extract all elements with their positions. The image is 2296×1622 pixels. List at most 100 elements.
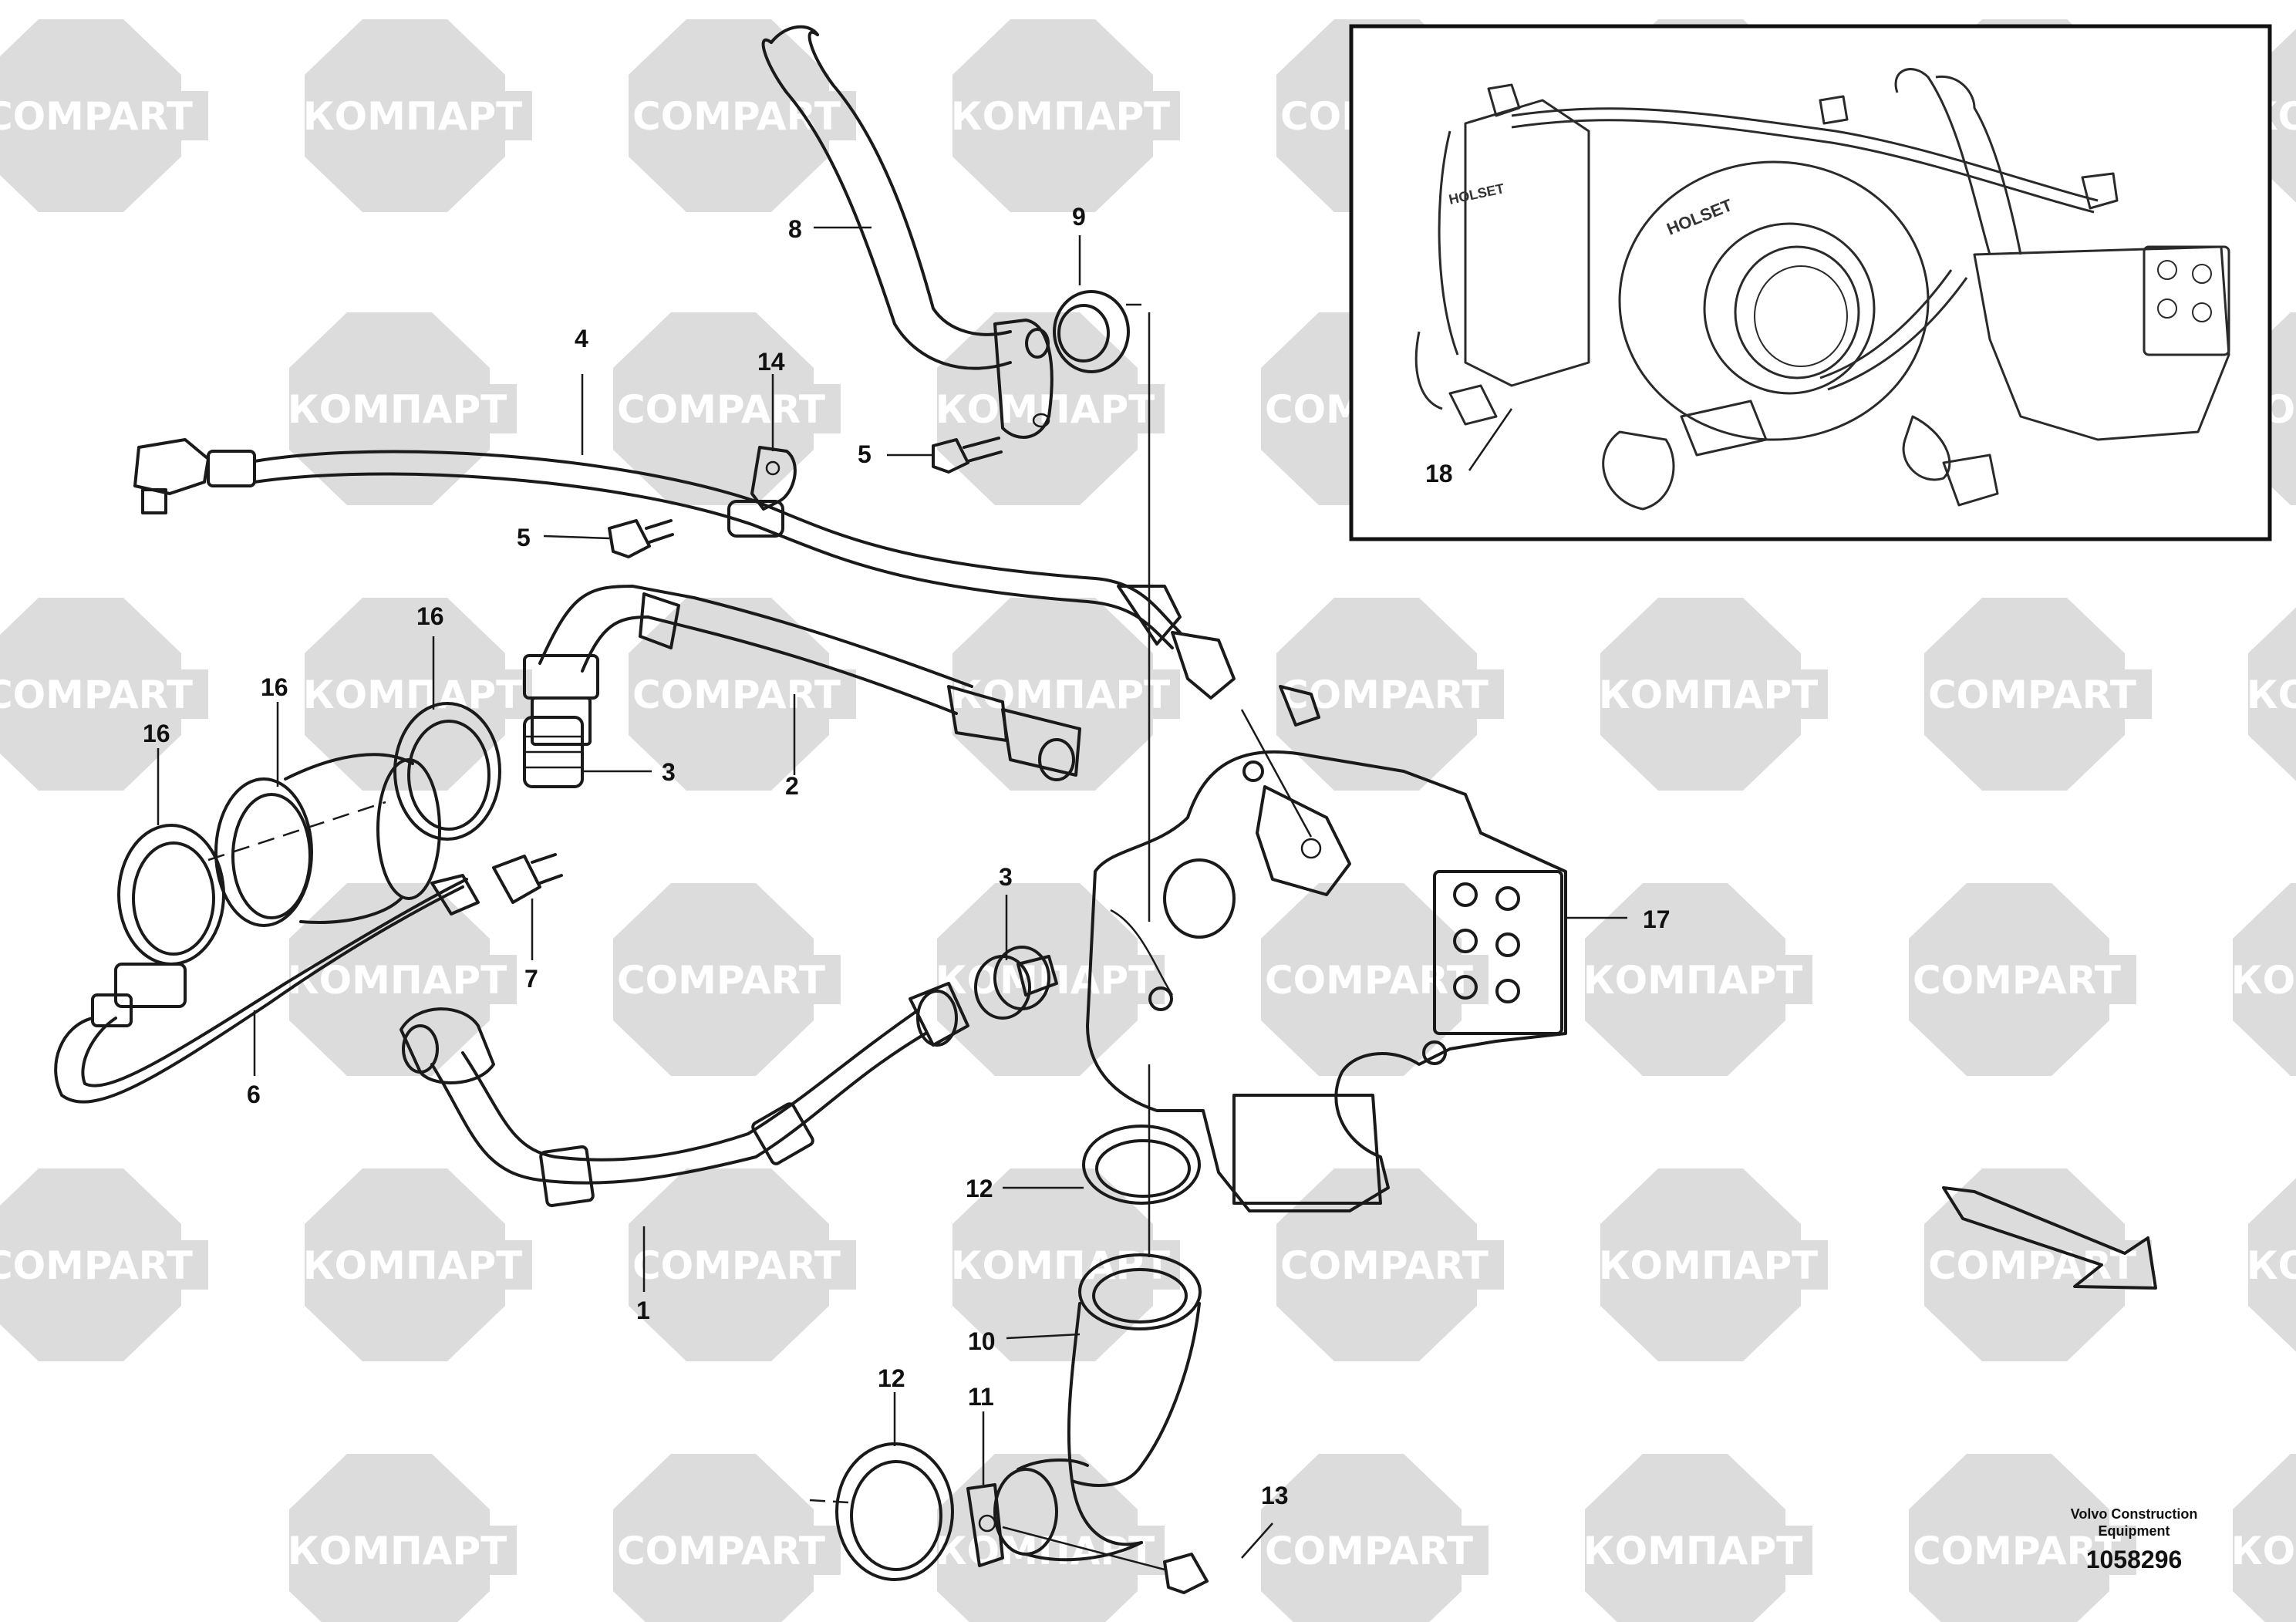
- bolt-13: [1002, 1526, 1209, 1594]
- callout-12-a: 12: [966, 1175, 993, 1202]
- inset-turbo: [1414, 68, 2230, 511]
- callout-5-a: 5: [858, 440, 872, 468]
- seal-ring-12-lower: [835, 1442, 954, 1581]
- callout-16-b: 16: [143, 720, 170, 747]
- watermark-text: КОМПАРТ: [2247, 1243, 2296, 1288]
- callout-1: 1: [636, 1297, 650, 1324]
- seal-ring-16-left: [117, 824, 225, 966]
- watermark-text: COMPART: [0, 1243, 193, 1288]
- watermark-text: COMPART: [632, 94, 841, 139]
- watermark-tile: КОМПАРТ: [303, 598, 532, 791]
- watermark-text: КОМПАРТ: [288, 1529, 507, 1573]
- watermark-text: КОМПАРТ: [288, 958, 507, 1003]
- line-4: [133, 438, 1236, 700]
- watermark-text: КОМПАРТ: [2231, 1529, 2296, 1573]
- watermark-text: COMPART: [1913, 958, 2121, 1003]
- watermark-text: COMPART: [617, 1529, 825, 1573]
- watermark-tile: COMPART: [1276, 1168, 1504, 1361]
- watermark-text: COMPART: [1280, 1243, 1489, 1288]
- clamp-11: [966, 1483, 1004, 1567]
- watermark-tile: COMPART: [629, 598, 856, 791]
- watermark-tile: КОМПАРТ: [2247, 1178, 2296, 1352]
- watermark-tile: КОМПАРТ: [1599, 1168, 1828, 1361]
- watermark-text: COMPART: [1928, 1243, 2136, 1288]
- watermark-tile: COMPART: [629, 19, 856, 212]
- union-3-lower: [974, 946, 1058, 1020]
- watermark-text: COMPART: [632, 1243, 841, 1288]
- watermark-tile: COMPART: [1924, 598, 2152, 791]
- watermark-text: КОМПАРТ: [951, 673, 1170, 717]
- inset-detail: HOLSET HOLSET: [1349, 24, 2272, 541]
- watermark-tile: КОМПАРТ: [288, 1454, 517, 1622]
- watermark-text: КОМПАРТ: [951, 1243, 1170, 1288]
- drawing-number: 1058296: [2085, 1546, 2183, 1573]
- watermark-text: КОМПАРТ: [2247, 673, 2296, 717]
- callout-4: 4: [575, 325, 588, 352]
- watermark-tile: КОМПАРТ: [2247, 607, 2296, 781]
- watermark-text: КОМПАРТ: [303, 673, 522, 717]
- watermark-tile: COMPART: [0, 1168, 208, 1361]
- watermark-text: COMPART: [632, 673, 841, 717]
- watermark-tile: COMPART: [0, 598, 208, 791]
- watermark-text: COMPART: [0, 673, 193, 717]
- watermark-text: КОМПАРТ: [1599, 1243, 1818, 1288]
- callout-3-a: 3: [662, 758, 676, 786]
- callout-9: 9: [1072, 203, 1086, 231]
- callout-5-b: 5: [517, 524, 531, 551]
- watermark-tile: КОМПАРТ: [951, 598, 1180, 791]
- hose-2: [523, 585, 1081, 781]
- watermark-tile: COMPART: [1924, 1168, 2152, 1361]
- watermark-tile: COMPART: [0, 19, 208, 212]
- exploded-view: [54, 25, 2157, 1594]
- watermark-tile: COMPART: [613, 1454, 841, 1622]
- watermark-tile: КОМПАРТ: [2231, 883, 2296, 1076]
- seal-ring-9: [1053, 290, 1130, 373]
- watermark-tile: КОМПАРТ: [303, 19, 532, 212]
- watermark-text: COMPART: [0, 94, 193, 139]
- watermark-text: COMPART: [617, 958, 825, 1003]
- watermark-text: COMPART: [1928, 673, 2136, 717]
- watermark-text: КОМПАРТ: [2231, 958, 2296, 1003]
- watermark-tile: COMPART: [629, 1168, 856, 1361]
- callout-11: 11: [968, 1383, 994, 1411]
- watermark-tile: КОМПАРТ: [2231, 1454, 2296, 1622]
- line-6: [54, 874, 480, 1104]
- seal-ring-16-right: [393, 702, 501, 841]
- watermark-text: КОМПАРТ: [1583, 1529, 1802, 1573]
- watermark-tile: COMPART: [613, 883, 841, 1076]
- union-3-upper: [523, 716, 584, 788]
- watermark-text: COMPART: [1913, 1529, 2121, 1573]
- watermark-text: КОМПАРТ: [951, 94, 1170, 139]
- bolt-5-lower: [608, 519, 674, 558]
- watermark-tile: COMPART: [613, 312, 841, 505]
- watermark-tile: КОМПАРТ: [936, 1454, 1165, 1622]
- callout-14: 14: [757, 348, 785, 376]
- direction-arrow: [1942, 1186, 2157, 1290]
- seal-ring-12-upper: [1082, 1125, 1201, 1205]
- watermark-tile: COMPART: [1261, 1454, 1489, 1622]
- elbow-10: [993, 1253, 1202, 1562]
- hose-8: [761, 25, 1054, 439]
- callout-12-b: 12: [878, 1364, 905, 1392]
- callout-17: 17: [1643, 905, 1671, 933]
- org-name-line-1: Volvo Construction: [2070, 1506, 2198, 1522]
- watermark-text: КОМПАРТ: [303, 94, 522, 139]
- manifold-17: [1086, 685, 1567, 1212]
- bolt-5-upper: [932, 437, 1003, 474]
- leader-lines: [157, 226, 1627, 1559]
- callout-2: 2: [785, 772, 799, 800]
- org-name-line-2: Equipment: [2098, 1523, 2170, 1539]
- callout-13: 13: [1261, 1482, 1289, 1509]
- watermark-tile: КОМПАРТ: [1599, 598, 1828, 791]
- drawing-footer: Volvo Construction Equipment 1058296: [2034, 1506, 2234, 1574]
- callout-10: 10: [968, 1327, 996, 1355]
- watermark-tile: КОМПАРТ: [1583, 883, 1812, 1076]
- callout-8: 8: [788, 215, 802, 243]
- watermark-text: COMPART: [617, 387, 825, 432]
- pipe-1: [400, 982, 969, 1208]
- callout-7: 7: [524, 965, 538, 993]
- watermark-tile: КОМПАРТ: [951, 19, 1180, 212]
- watermark-text: КОМПАРТ: [288, 387, 507, 432]
- callout-16-a: 16: [416, 602, 444, 630]
